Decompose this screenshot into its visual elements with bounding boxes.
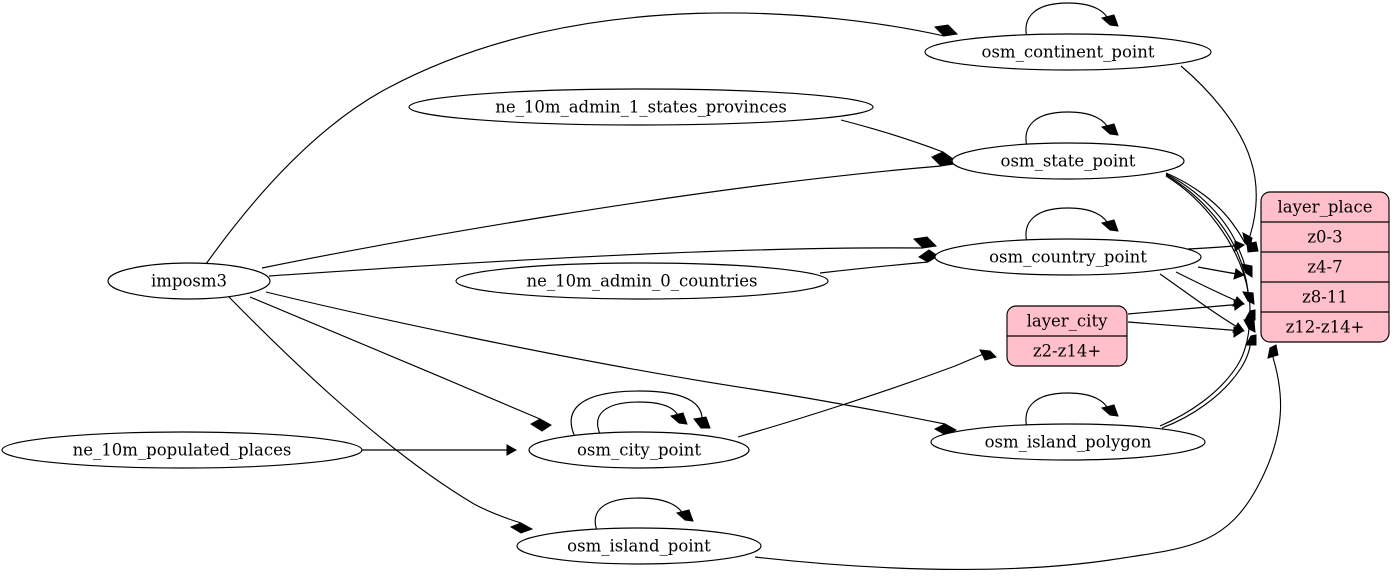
node-ne-10m-admin-0-countries[interactable]: ne_10m_admin_0_countries: [455, 262, 829, 300]
edge-osm-island-point-self-loop: [594, 497, 694, 534]
node-layer-city[interactable]: layer_city z2-z14+: [1006, 305, 1128, 367]
layer-place-row-z12-z14[interactable]: z12-z14+: [1286, 318, 1365, 337]
edge-imposm3-to-osm-country-point: [268, 236, 938, 277]
edge-ne-countries-to-osm-country-point: [819, 249, 939, 274]
node-osm-island-polygon[interactable]: osm_island_polygon: [930, 423, 1206, 461]
edge-layer: [205, 2, 1282, 571]
edge-imposm3-to-osm-island-polygon: [265, 291, 958, 436]
edge-ne-populated-to-osm-city-point: [362, 444, 518, 456]
edge-imposm3-to-osm-city-point: [249, 296, 552, 432]
node-osm-country-point-label: osm_country_point: [989, 248, 1147, 267]
node-osm-state-point[interactable]: osm_state_point: [951, 142, 1185, 180]
node-osm-continent-point-label: osm_continent_point: [982, 43, 1155, 62]
edge-layer-city-to-layer-place-z8-11: [1127, 299, 1244, 315]
edge-osm-state-point-self-loop: [1025, 111, 1119, 148]
layer-place-title: layer_place: [1277, 198, 1372, 217]
edge-osm-island-polygon-to-layer-place-z8-11: [1159, 309, 1256, 427]
edge-ne-states-to-osm-state-point: [840, 119, 955, 164]
edge-osm-city-point-to-layer-city: [737, 349, 997, 438]
node-ne-10m-populated-places[interactable]: ne_10m_populated_places: [1, 431, 363, 469]
layer-city-title: layer_city: [1027, 312, 1108, 331]
edge-imposm3-to-osm-continent-point: [205, 12, 959, 265]
node-osm-island-point[interactable]: osm_island_point: [516, 527, 762, 565]
edge-layer-city-to-layer-place-z12-z14: [1127, 321, 1245, 338]
record-layer: layer_place z0-3 z4-7 z8-11 z12-z14+ lay…: [1006, 191, 1390, 367]
layer-city-row-z2-z14[interactable]: z2-z14+: [1033, 342, 1101, 361]
node-osm-island-polygon-label: osm_island_polygon: [985, 433, 1152, 452]
node-osm-country-point[interactable]: osm_country_point: [934, 238, 1202, 276]
node-ne-populated-label: ne_10m_populated_places: [73, 441, 292, 460]
edge-osm-city-point-self-loop-outer: [570, 390, 711, 438]
edge-osm-country-point-self-loop: [1025, 207, 1119, 244]
node-ne-states-label: ne_10m_admin_1_states_provinces: [495, 98, 787, 117]
layer-place-row-z0-3[interactable]: z0-3: [1307, 228, 1342, 247]
layer-place-row-z4-7[interactable]: z4-7: [1307, 258, 1342, 277]
edge-imposm3-to-osm-island-point: [227, 295, 534, 534]
node-osm-city-point-label: osm_city_point: [577, 441, 701, 460]
edge-imposm3-to-osm-state-point: [261, 154, 956, 269]
node-layer-place[interactable]: layer_place z0-3 z4-7 z8-11 z12-z14+: [1260, 191, 1390, 343]
edge-osm-island-polygon-to-layer-place-z12-z14: [1161, 334, 1257, 429]
layer-place-row-z8-11[interactable]: z8-11: [1302, 288, 1348, 307]
node-ne-countries-label: ne_10m_admin_0_countries: [527, 272, 758, 291]
edge-osm-state-point-to-layer-place-z8-11: [1165, 174, 1255, 305]
edge-osm-country-point-to-layer-place-z0-3: [1187, 240, 1246, 252]
edge-osm-city-point-self-loop-inner: [597, 401, 688, 435]
node-imposm3[interactable]: imposm3: [107, 262, 271, 300]
node-osm-continent-point[interactable]: osm_continent_point: [924, 33, 1212, 71]
node-layer: imposm3 ne_10m_admin_1_states_provinces …: [1, 33, 1212, 565]
edge-osm-continent-point-to-layer-place-z0-3: [1180, 65, 1259, 253]
node-ne-10m-admin-1-states-provinces[interactable]: ne_10m_admin_1_states_provinces: [408, 88, 874, 126]
node-osm-state-point-label: osm_state_point: [1001, 152, 1136, 171]
edge-osm-state-point-to-layer-place-z0-3: [1165, 172, 1253, 250]
node-osm-city-point[interactable]: osm_city_point: [528, 431, 750, 469]
node-imposm3-label: imposm3: [151, 272, 227, 291]
node-osm-island-point-label: osm_island_point: [567, 537, 711, 556]
edge-osm-island-point-to-layer-place-z12-z14: [754, 344, 1282, 571]
edge-osm-island-polygon-self-loop: [1025, 392, 1119, 429]
edge-osm-country-point-to-layer-place-z12-z14: [1159, 273, 1245, 333]
edge-osm-country-point-to-layer-place-z4-7: [1197, 266, 1246, 280]
edge-osm-continent-point-self-loop: [1025, 2, 1119, 39]
